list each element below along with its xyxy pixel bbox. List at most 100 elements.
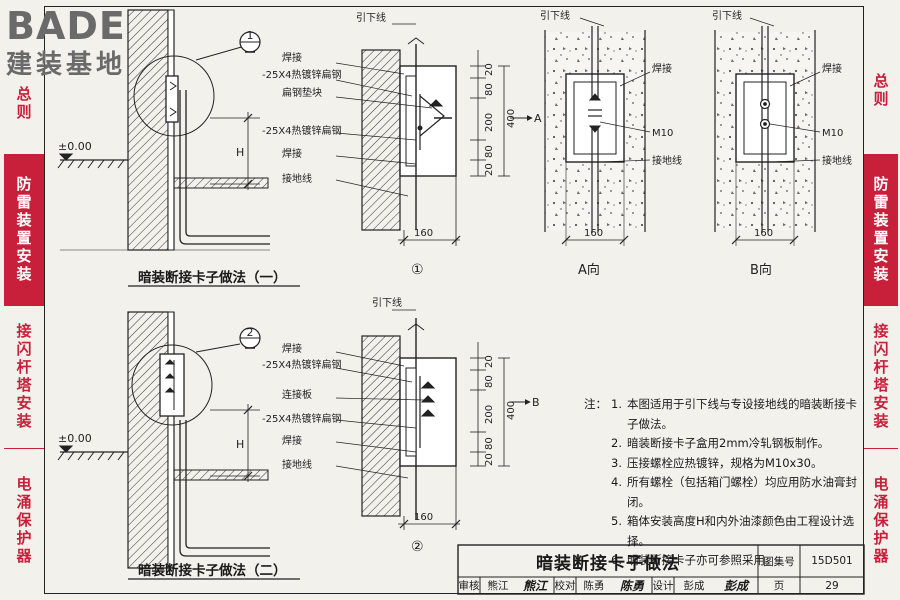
view-mark-b: B [532,396,540,409]
dim-d2: 80 [484,83,495,96]
dim-two-width: 160 [414,512,433,523]
note-number: 3. [611,455,622,470]
dim-two-d4: 80 [484,437,495,450]
detail-two-callout-number: 2 [247,326,254,339]
detail-one-callout: 1 [239,29,261,53]
detail-one-section-labels: 引下线 焊接 -25X4热镀锌扁钢 扁钢垫块 -25X4热镀锌扁钢 焊接 接地线… [262,11,542,278]
detail-one-wall-elevation [57,9,270,251]
note-text: 本图适用于引下线与专设接地线的暗装断接卡子做法。 [627,397,857,431]
note-item: 3. 压接螺栓应热镀锌，规格为M10x30。 [567,454,867,474]
detail-two-section-labels: 引下线 焊接 -25X4热镀锌扁钢 连接板 -25X4热镀锌扁钢 焊接 接地线 … [262,296,540,555]
detail-two-callout: 2 [239,326,261,349]
view-b-ground-wire-label: 接地线 [822,154,852,167]
notes-section: 注： 1. 本图适用于引下线与专设接地线的暗装断接卡子做法。 2. 暗装断接卡子… [567,395,867,571]
view-b-down-conductor-label: 引下线 [712,9,742,22]
tab-divider [864,448,898,449]
reviewer-name: 熊江 [487,580,509,592]
view-b-weld-label: 焊接 [822,62,842,75]
note-text: 压接螺栓应热镀锌，规格为M10x30。 [627,455,823,470]
atlas-number-label: 图集号 [763,555,795,568]
checker-name: 陈勇 [583,580,605,592]
view-a-drawing [544,17,651,246]
dim-two-d5: 20 [484,453,495,466]
note-text: 明装断接卡子亦可参照采用。 [627,553,777,567]
note-number: 2. [611,436,622,450]
check-label: 校对 [554,580,576,592]
tab-general-right[interactable]: 总则 [871,73,890,109]
view-a-caption: A向 [578,262,600,278]
page-label: 页 [773,580,785,592]
detail-two-level: ±0.00 [58,432,92,445]
view-a-width: 160 [584,228,603,239]
dim-two-d1: 20 [484,355,495,368]
detail-one-weld-bottom-label: 焊接 [282,147,302,160]
note-item: 6. 明装断接卡子亦可参照采用。 [567,551,867,571]
dim-d5: 20 [484,163,495,176]
view-b-width: 160 [754,228,773,239]
view-a-labels: 引下线 焊接 M10 接地线 160 A向 [540,9,682,278]
atlas-number: 15D501 [811,555,853,567]
detail-two-wall-elevation [57,311,270,569]
detail-two-flat-steel-bottom-label: -25X4热镀锌扁钢 [262,412,342,425]
detail-two-ground-wire-label: 接地线 [282,458,312,471]
detail-two-caption: 暗装断接卡子做法（二） [138,563,287,579]
view-a-down-conductor-label: 引下线 [540,9,570,22]
checker-signature: 陈勇 [619,579,644,593]
tab-air-terminal-left[interactable]: 接闪杆塔安装 [14,323,33,431]
view-b-caption: B向 [750,262,772,278]
detail-one-down-conductor-label: 引下线 [356,11,386,24]
detail-two-section [335,309,531,530]
tab-surge-protector-left[interactable]: 电涌保护器 [14,476,33,566]
detail-one-caption: 暗装断接卡子做法（一） [138,270,287,286]
view-a-bolt-label: M10 [652,128,673,139]
note-item: 2. 暗装断接卡子盒用2mm冷轧钢板制作。 [567,434,867,454]
dim-width: 160 [414,228,433,239]
note-number: 6. [611,553,622,567]
note-text: 暗装断接卡子盒用2mm冷轧钢板制作。 [627,436,830,450]
designer-name: 彭成 [683,580,705,592]
tab-lightning-device-right[interactable]: 防雷装置安装 [864,154,898,306]
detail-one-flat-steel-pad-label: 扁钢垫块 [282,86,322,99]
dim-d3: 200 [484,113,495,132]
detail-one-ground-wire-label: 接地线 [282,172,312,185]
detail-one-weld-top-label: 焊接 [282,51,302,64]
brand-logo: BADE 建装基地 [6,6,176,92]
note-item: 5. 箱体安装高度H和内外油漆颜色由工程设计选择。 [567,512,867,551]
tab-divider [4,448,44,449]
drawing-frame [44,6,864,594]
review-label: 审核 [458,580,480,592]
dim-two-d3: 200 [484,405,495,424]
page-number: 29 [825,579,839,592]
left-chapter-tabs: 总则 防雷装置安装 接闪杆塔安装 电涌保护器 [4,6,44,594]
tab-general-left[interactable]: 总则 [14,86,33,122]
view-mark-a: A [534,112,542,125]
note-text: 所有螺栓（包括箱门螺栓）均应用防水油膏封闭。 [627,475,857,509]
tab-surge-protector-right[interactable]: 电涌保护器 [871,476,890,566]
note-item: 注： 1. 本图适用于引下线与专设接地线的暗装断接卡子做法。 [567,395,867,434]
view-b-bolt-label: M10 [822,128,843,139]
drawing-title: 暗装断接卡子做法 [536,553,680,574]
dim-two-total: 400 [506,401,517,420]
note-text: 箱体安装高度H和内外油漆颜色由工程设计选择。 [627,514,855,548]
dim-d4: 80 [484,145,495,158]
tab-air-terminal-right[interactable]: 接闪杆塔安装 [871,323,890,431]
view-b-drawing [714,17,821,246]
detail-one-section-number: ① [411,262,424,278]
brand-subtitle: 建装基地 [6,50,127,80]
detail-one-section [335,23,533,246]
detail-two-section-number: ② [411,539,424,555]
title-block-grid [457,544,865,595]
detail-two-height-mark: H [236,438,244,451]
detail-one-flat-steel-bottom-label: -25X4热镀锌扁钢 [262,124,342,137]
detail-one-flat-steel-top-label: -25X4热镀锌扁钢 [262,68,342,81]
tab-lightning-device-left[interactable]: 防雷装置安装 [4,154,44,306]
note-item: 4. 所有螺栓（包括箱门螺栓）均应用防水油膏封闭。 [567,473,867,512]
designer-signature: 彭成 [723,579,748,593]
dim-two-d2: 80 [484,375,495,388]
dim-d1: 20 [484,63,495,76]
right-chapter-tabs: 总则 防雷装置安装 接闪杆塔安装 电涌保护器 [864,6,898,594]
detail-two-weld-bottom-label: 焊接 [282,434,302,447]
view-a-weld-label: 焊接 [652,62,672,75]
notes-lead: 注： [584,397,607,411]
